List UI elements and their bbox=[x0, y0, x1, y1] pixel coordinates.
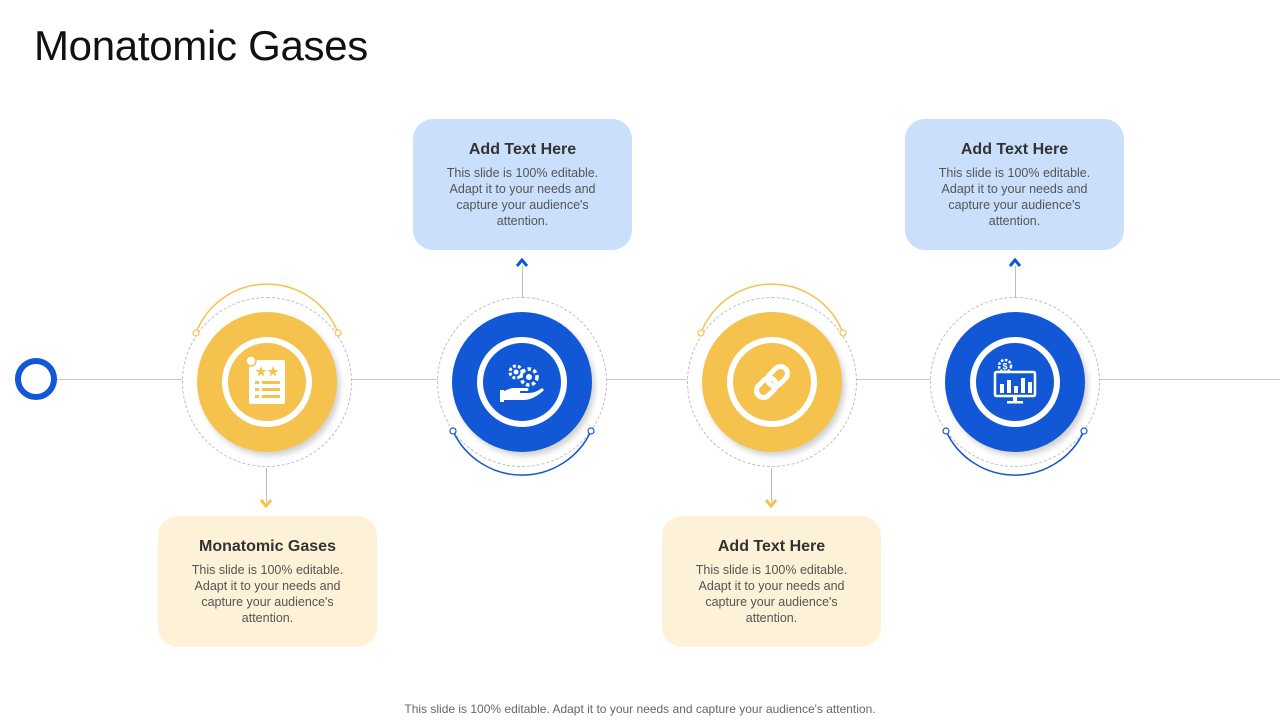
step-2-accent-arc bbox=[449, 427, 595, 476]
step-2-node bbox=[437, 297, 607, 476]
step-1-inner-ring bbox=[222, 337, 312, 427]
step-4-connector bbox=[1015, 266, 1016, 298]
step-2-inner-ring bbox=[477, 337, 567, 427]
step-4-card-body: This slide is 100% editable. Adapt it to… bbox=[938, 166, 1091, 228]
step-3-arrow-down-icon bbox=[764, 499, 778, 508]
step-1-card-body: This slide is 100% editable. Adapt it to… bbox=[191, 563, 344, 625]
gears-hand-icon bbox=[500, 364, 544, 402]
step-4-inner-ring bbox=[970, 337, 1060, 427]
timeline-line bbox=[36, 379, 1280, 380]
step-4-card: Add Text Here This slide is 100% editabl… bbox=[905, 119, 1124, 250]
step-4-card-title: Add Text Here bbox=[960, 141, 1069, 158]
step-1-card: Monatomic Gases This slide is 100% edita… bbox=[158, 516, 377, 647]
svg-text:$: $ bbox=[1002, 362, 1007, 372]
chain-link-icon bbox=[754, 364, 790, 400]
step-2-arrow-up-icon bbox=[515, 258, 529, 267]
step-1-node bbox=[182, 283, 352, 467]
rating-checklist-icon bbox=[245, 355, 285, 404]
page-title: Monatomic Gases bbox=[34, 22, 368, 69]
step-1-card-title: Monatomic Gases bbox=[199, 538, 336, 555]
step-3-accent-arc bbox=[697, 283, 847, 337]
timeline-start-marker bbox=[15, 358, 57, 400]
step-2-card-body: This slide is 100% editable. Adapt it to… bbox=[446, 166, 599, 228]
step-1-accent-arc bbox=[192, 283, 342, 337]
step-3-connector bbox=[771, 468, 772, 502]
step-4-node: $ bbox=[930, 297, 1100, 476]
step-3-card: Add Text Here This slide is 100% editabl… bbox=[662, 516, 881, 647]
step-2-connector bbox=[522, 266, 523, 298]
footer-note: This slide is 100% editable. Adapt it to… bbox=[404, 702, 876, 716]
step-1-connector bbox=[266, 468, 267, 502]
step-3-card-title: Add Text Here bbox=[717, 538, 826, 555]
step-3-card-body: This slide is 100% editable. Adapt it to… bbox=[695, 563, 848, 625]
step-4-accent-arc bbox=[942, 427, 1088, 476]
step-2-card-title: Add Text Here bbox=[468, 141, 577, 158]
step-2-card: Add Text Here This slide is 100% editabl… bbox=[413, 119, 632, 250]
step-1-arrow-down-icon bbox=[259, 499, 273, 508]
dollar-chart-monitor-icon: $ bbox=[993, 358, 1037, 404]
step-3-inner-ring bbox=[727, 337, 817, 427]
step-4-arrow-up-icon bbox=[1008, 258, 1022, 267]
step-3-node bbox=[687, 283, 857, 467]
